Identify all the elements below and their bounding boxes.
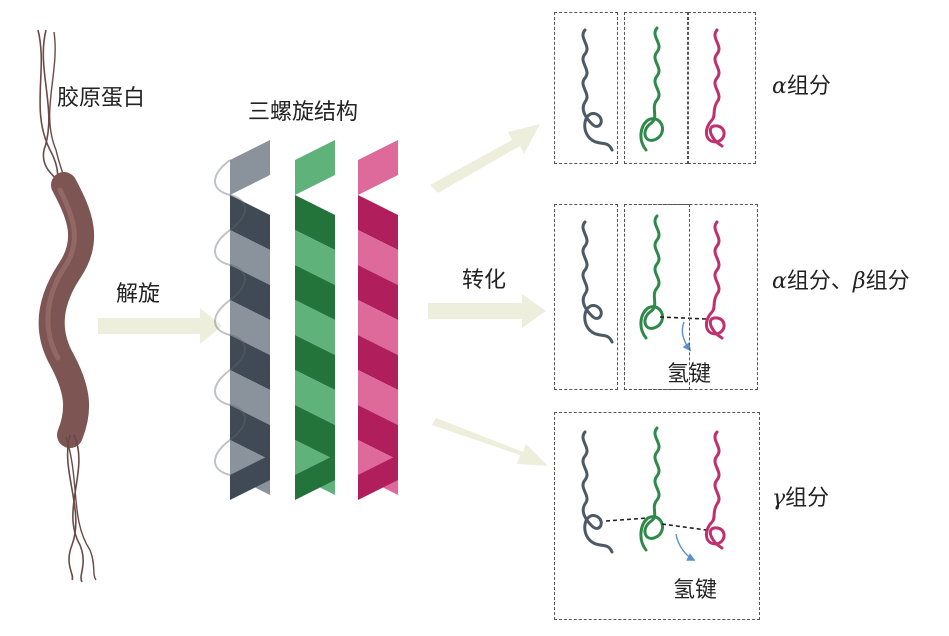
gamma-component-label: γ组分 xyxy=(772,486,829,512)
alpha-symbol-2: α xyxy=(772,269,787,294)
alpha-beta-group-chains xyxy=(581,214,726,352)
beta-text: 组分 xyxy=(865,269,910,294)
unwind-label: 解旋 xyxy=(116,282,161,307)
gamma-text: 组分 xyxy=(785,486,830,511)
hydrogen-bond-label-2: 氢键 xyxy=(673,578,718,603)
convert-arrow-up xyxy=(430,124,540,193)
hydrogen-bond-label-1: 氢键 xyxy=(667,362,712,387)
alpha-beta-component-label: α组分、β组分 xyxy=(772,269,910,295)
alpha-box-gray xyxy=(554,12,618,164)
convert-label: 转化 xyxy=(462,268,507,293)
gamma-group-chains xyxy=(581,426,726,561)
alpha-box-green xyxy=(624,12,688,164)
collagen-fiber xyxy=(37,29,97,583)
alpha-text-2: 组分、 xyxy=(786,269,853,294)
alpha-text: 组分 xyxy=(786,74,831,99)
helix-ribbon-gray xyxy=(214,140,270,500)
convert-arrow-mid xyxy=(428,294,546,328)
alpha-box-pink xyxy=(688,12,756,164)
alpha-beta-box-gray xyxy=(554,204,618,390)
gamma-box xyxy=(554,412,760,620)
alpha-group-chains xyxy=(581,26,726,152)
unwind-arrow xyxy=(98,308,222,344)
triple-helix xyxy=(214,140,398,500)
alpha-beta-box-inner xyxy=(624,204,690,390)
convert-arrow-down xyxy=(432,418,548,466)
gamma-symbol: γ xyxy=(772,486,786,511)
collagen-label: 胶原蛋白 xyxy=(57,86,146,111)
helix-ribbon-green xyxy=(295,140,335,500)
beta-symbol: β xyxy=(852,269,866,294)
alpha-symbol: α xyxy=(772,74,787,99)
alpha-component-label: α组分 xyxy=(772,74,831,100)
triple-helix-label: 三螺旋结构 xyxy=(248,100,359,125)
helix-ribbon-pink xyxy=(358,140,398,500)
